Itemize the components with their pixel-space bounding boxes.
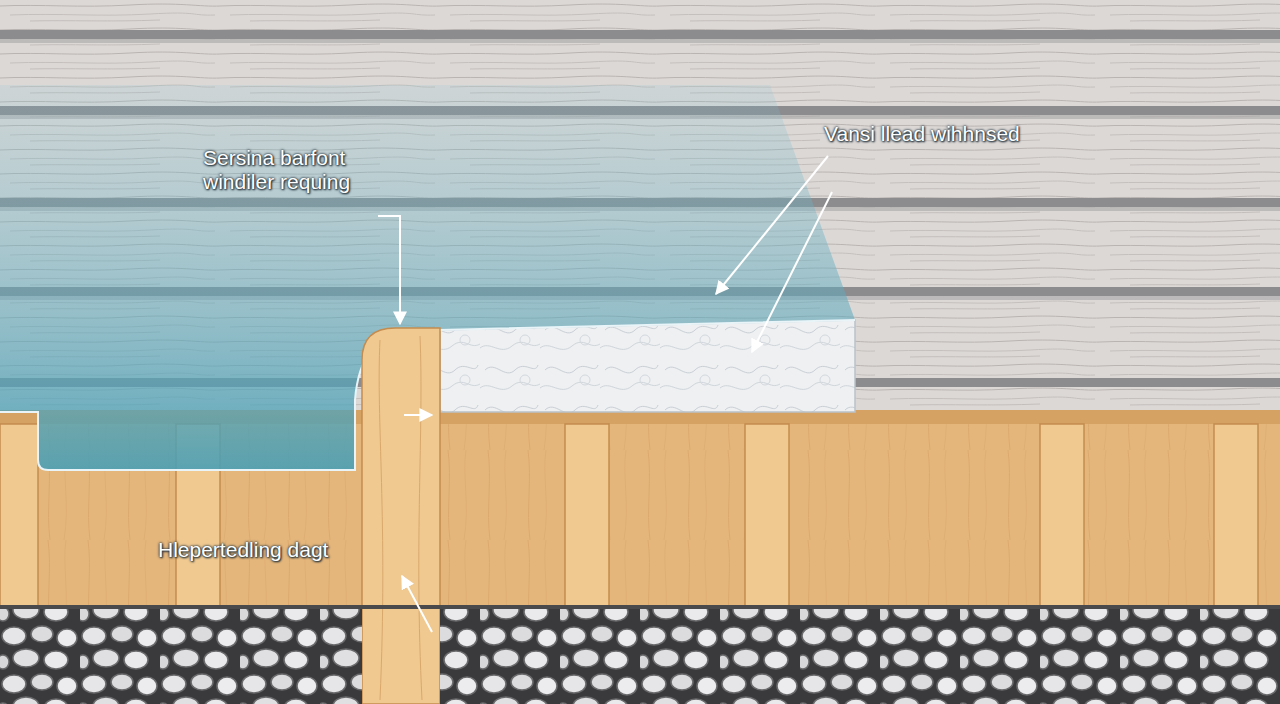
callout-label: Hlepertedling dagt — [158, 538, 418, 562]
callout-label: Vansi llead wihhnsed — [824, 122, 1124, 146]
callout-label: Sersina barfont windiler requing — [203, 146, 403, 193]
